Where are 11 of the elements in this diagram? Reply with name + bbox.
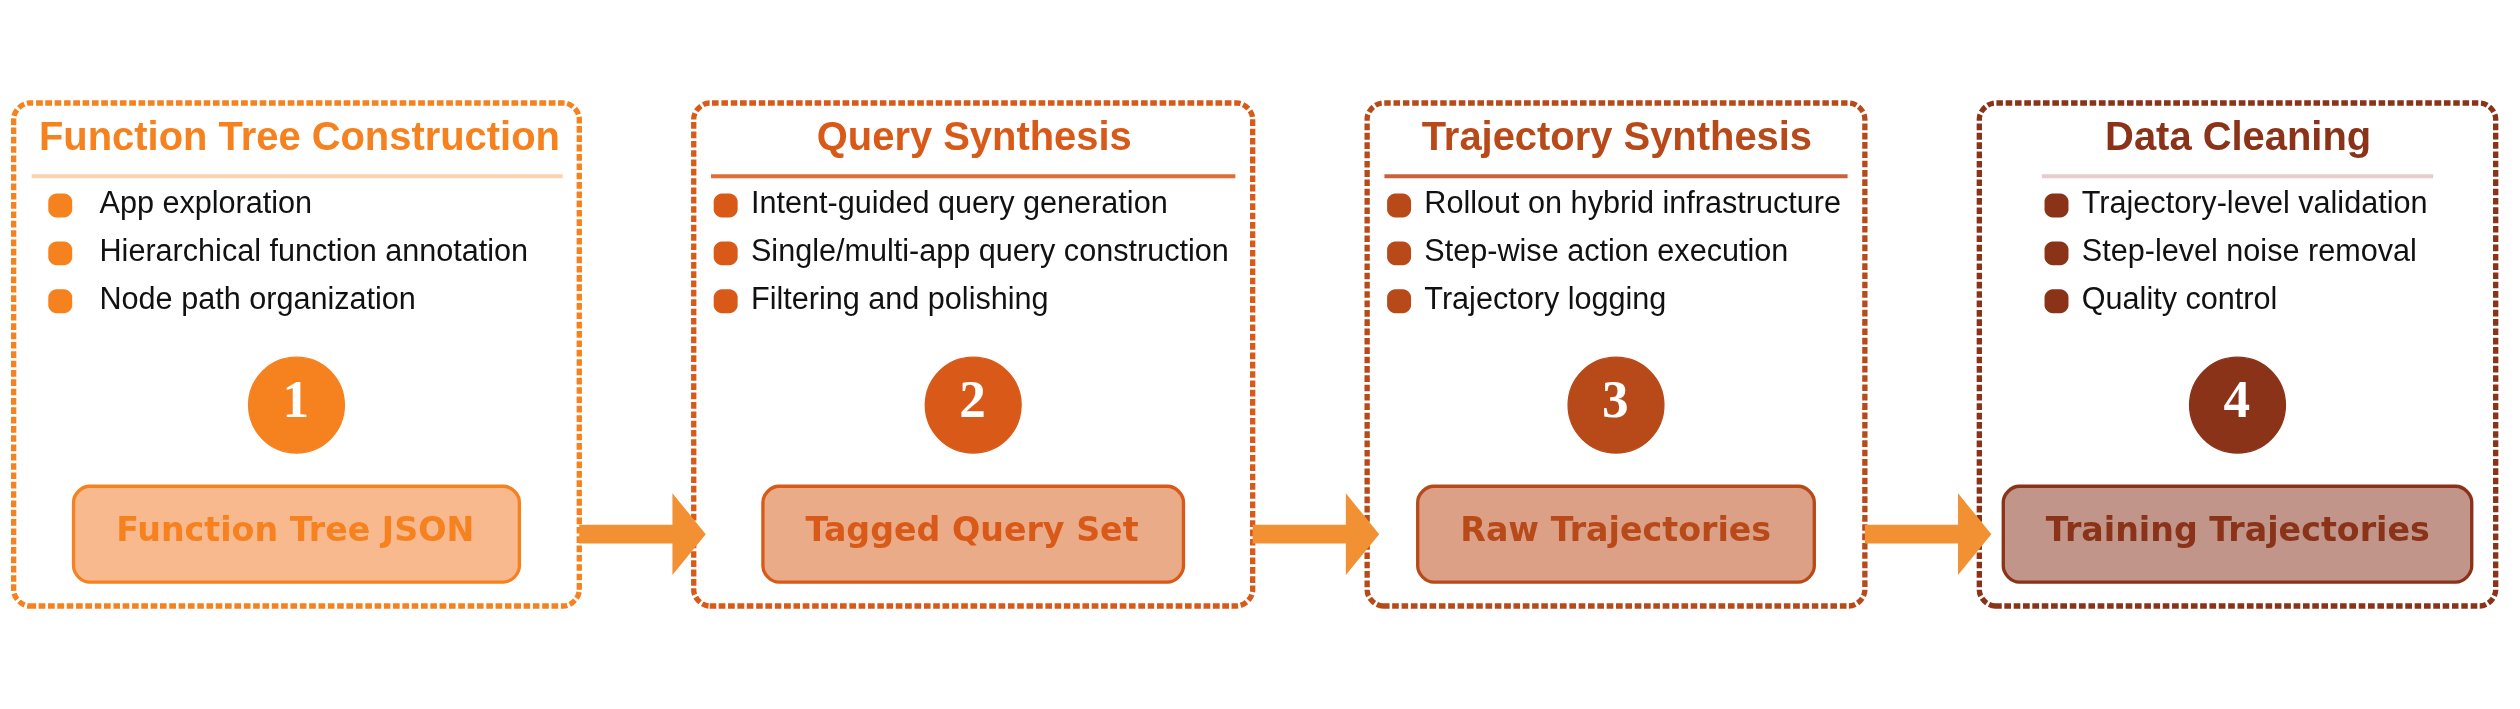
- node-box: Training Trajectories: [2001, 484, 2474, 584]
- node-box: Function Tree JSON: [71, 484, 522, 584]
- node-circle: 1: [247, 356, 346, 454]
- node-box: Raw Trajectories: [1416, 484, 1816, 584]
- node-box: Tagged Query Set: [761, 484, 1186, 584]
- arrow: [1864, 493, 1992, 575]
- node-circle: 4: [2188, 356, 2287, 454]
- node-circle: 3: [1567, 356, 1665, 454]
- node-circle: 2: [924, 356, 1022, 454]
- arrow: [1252, 493, 1380, 575]
- arrow: [579, 493, 706, 575]
